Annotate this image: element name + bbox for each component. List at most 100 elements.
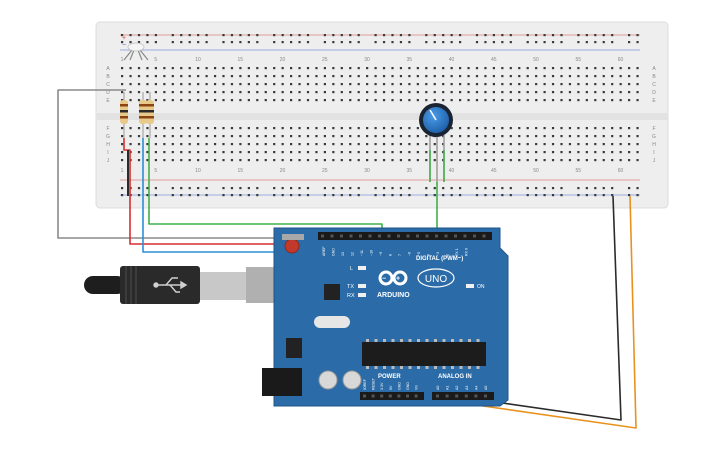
breadboard-hole[interactable]	[273, 143, 276, 146]
analog-pin-hole[interactable]	[445, 394, 449, 398]
rail-hole[interactable]	[306, 194, 310, 197]
breadboard-hole[interactable]	[290, 99, 293, 102]
rail-hole[interactable]	[230, 34, 234, 37]
breadboard-hole[interactable]	[382, 91, 386, 94]
rail-hole[interactable]	[349, 41, 352, 44]
rail-hole[interactable]	[543, 187, 546, 190]
breadboard-hole[interactable]	[408, 143, 411, 146]
rail-hole[interactable]	[205, 187, 208, 190]
breadboard-hole[interactable]	[306, 159, 310, 162]
power-pin-hole[interactable]	[380, 394, 384, 398]
breadboard-hole[interactable]	[290, 151, 293, 154]
breadboard-hole[interactable]	[391, 159, 394, 162]
breadboard-hole[interactable]	[577, 151, 580, 154]
rail-hole[interactable]	[602, 194, 605, 197]
rail-hole[interactable]	[332, 187, 335, 190]
breadboard-hole[interactable]	[399, 99, 403, 102]
rail-hole[interactable]	[121, 187, 124, 190]
breadboard-hole[interactable]	[197, 159, 200, 162]
breadboard-hole[interactable]	[163, 135, 166, 138]
breadboard-hole[interactable]	[374, 91, 377, 94]
rail-hole[interactable]	[256, 194, 259, 197]
breadboard-hole[interactable]	[332, 91, 335, 94]
breadboard-hole[interactable]	[256, 127, 259, 130]
rail-hole[interactable]	[475, 194, 479, 197]
rail-hole[interactable]	[256, 187, 259, 190]
breadboard-hole[interactable]	[323, 67, 326, 70]
breadboard-hole[interactable]	[484, 83, 487, 86]
breadboard-hole[interactable]	[416, 75, 419, 78]
breadboard-hole[interactable]	[374, 151, 377, 154]
breadboard-hole[interactable]	[340, 127, 343, 130]
breadboard-hole[interactable]	[357, 99, 360, 102]
rail-hole[interactable]	[450, 187, 453, 190]
breadboard-hole[interactable]	[391, 67, 394, 70]
breadboard-hole[interactable]	[121, 127, 124, 130]
rail-hole[interactable]	[594, 194, 597, 197]
breadboard-hole[interactable]	[163, 75, 166, 78]
breadboard-hole[interactable]	[585, 75, 588, 78]
breadboard-hole[interactable]	[399, 91, 403, 94]
breadboard-hole[interactable]	[459, 83, 462, 86]
breadboard-hole[interactable]	[121, 99, 124, 102]
rail-hole[interactable]	[602, 41, 605, 44]
rail-hole[interactable]	[509, 194, 512, 197]
breadboard-hole[interactable]	[137, 143, 141, 146]
breadboard-hole[interactable]	[382, 75, 386, 78]
breadboard-hole[interactable]	[222, 143, 225, 146]
resistor-3[interactable]	[146, 92, 154, 138]
breadboard-hole[interactable]	[188, 159, 191, 162]
breadboard-hole[interactable]	[213, 83, 217, 86]
breadboard-hole[interactable]	[332, 151, 335, 154]
rail-hole[interactable]	[137, 194, 141, 197]
breadboard-hole[interactable]	[264, 83, 267, 86]
breadboard-hole[interactable]	[315, 143, 318, 146]
breadboard-hole[interactable]	[526, 159, 529, 162]
breadboard-hole[interactable]	[290, 127, 293, 130]
breadboard-hole[interactable]	[535, 151, 538, 154]
rail-hole[interactable]	[290, 41, 293, 44]
breadboard-hole[interactable]	[585, 143, 588, 146]
breadboard-hole[interactable]	[239, 99, 242, 102]
breadboard-hole[interactable]	[399, 159, 403, 162]
breadboard-hole[interactable]	[568, 83, 572, 86]
breadboard-hole[interactable]	[518, 127, 521, 130]
breadboard-hole[interactable]	[408, 83, 411, 86]
breadboard-hole[interactable]	[137, 135, 141, 138]
breadboard-hole[interactable]	[273, 151, 276, 154]
rail-hole[interactable]	[205, 194, 208, 197]
breadboard-hole[interactable]	[306, 91, 310, 94]
breadboard-hole[interactable]	[374, 75, 377, 78]
breadboard-hole[interactable]	[180, 159, 183, 162]
breadboard-hole[interactable]	[501, 143, 504, 146]
breadboard-hole[interactable]	[594, 91, 597, 94]
breadboard-hole[interactable]	[492, 127, 495, 130]
breadboard-hole[interactable]	[535, 127, 538, 130]
breadboard-hole[interactable]	[636, 83, 639, 86]
breadboard-hole[interactable]	[636, 127, 639, 130]
rail-hole[interactable]	[382, 187, 386, 190]
rail-hole[interactable]	[374, 34, 377, 37]
breadboard-hole[interactable]	[568, 143, 572, 146]
breadboard-hole[interactable]	[230, 151, 234, 154]
breadboard-hole[interactable]	[535, 83, 538, 86]
breadboard-hole[interactable]	[636, 151, 639, 154]
breadboard-hole[interactable]	[425, 151, 428, 154]
breadboard-hole[interactable]	[391, 127, 394, 130]
power-pin-hole[interactable]	[406, 394, 409, 398]
breadboard-hole[interactable]	[484, 159, 487, 162]
rail-hole[interactable]	[290, 187, 293, 190]
breadboard-hole[interactable]	[416, 127, 419, 130]
rail-hole[interactable]	[425, 194, 428, 197]
breadboard-hole[interactable]	[213, 135, 217, 138]
breadboard-hole[interactable]	[450, 99, 453, 102]
breadboard-hole[interactable]	[560, 99, 563, 102]
breadboard-hole[interactable]	[585, 151, 588, 154]
breadboard-hole[interactable]	[594, 67, 597, 70]
arduino-uno-board[interactable]: L TX RX ON − + ARDUINO UNO DIGITAL (PWM~…	[262, 227, 509, 407]
breadboard-hole[interactable]	[298, 91, 301, 94]
breadboard-hole[interactable]	[366, 83, 369, 86]
breadboard-hole[interactable]	[509, 67, 512, 70]
breadboard-hole[interactable]	[543, 143, 546, 146]
breadboard-hole[interactable]	[180, 99, 183, 102]
